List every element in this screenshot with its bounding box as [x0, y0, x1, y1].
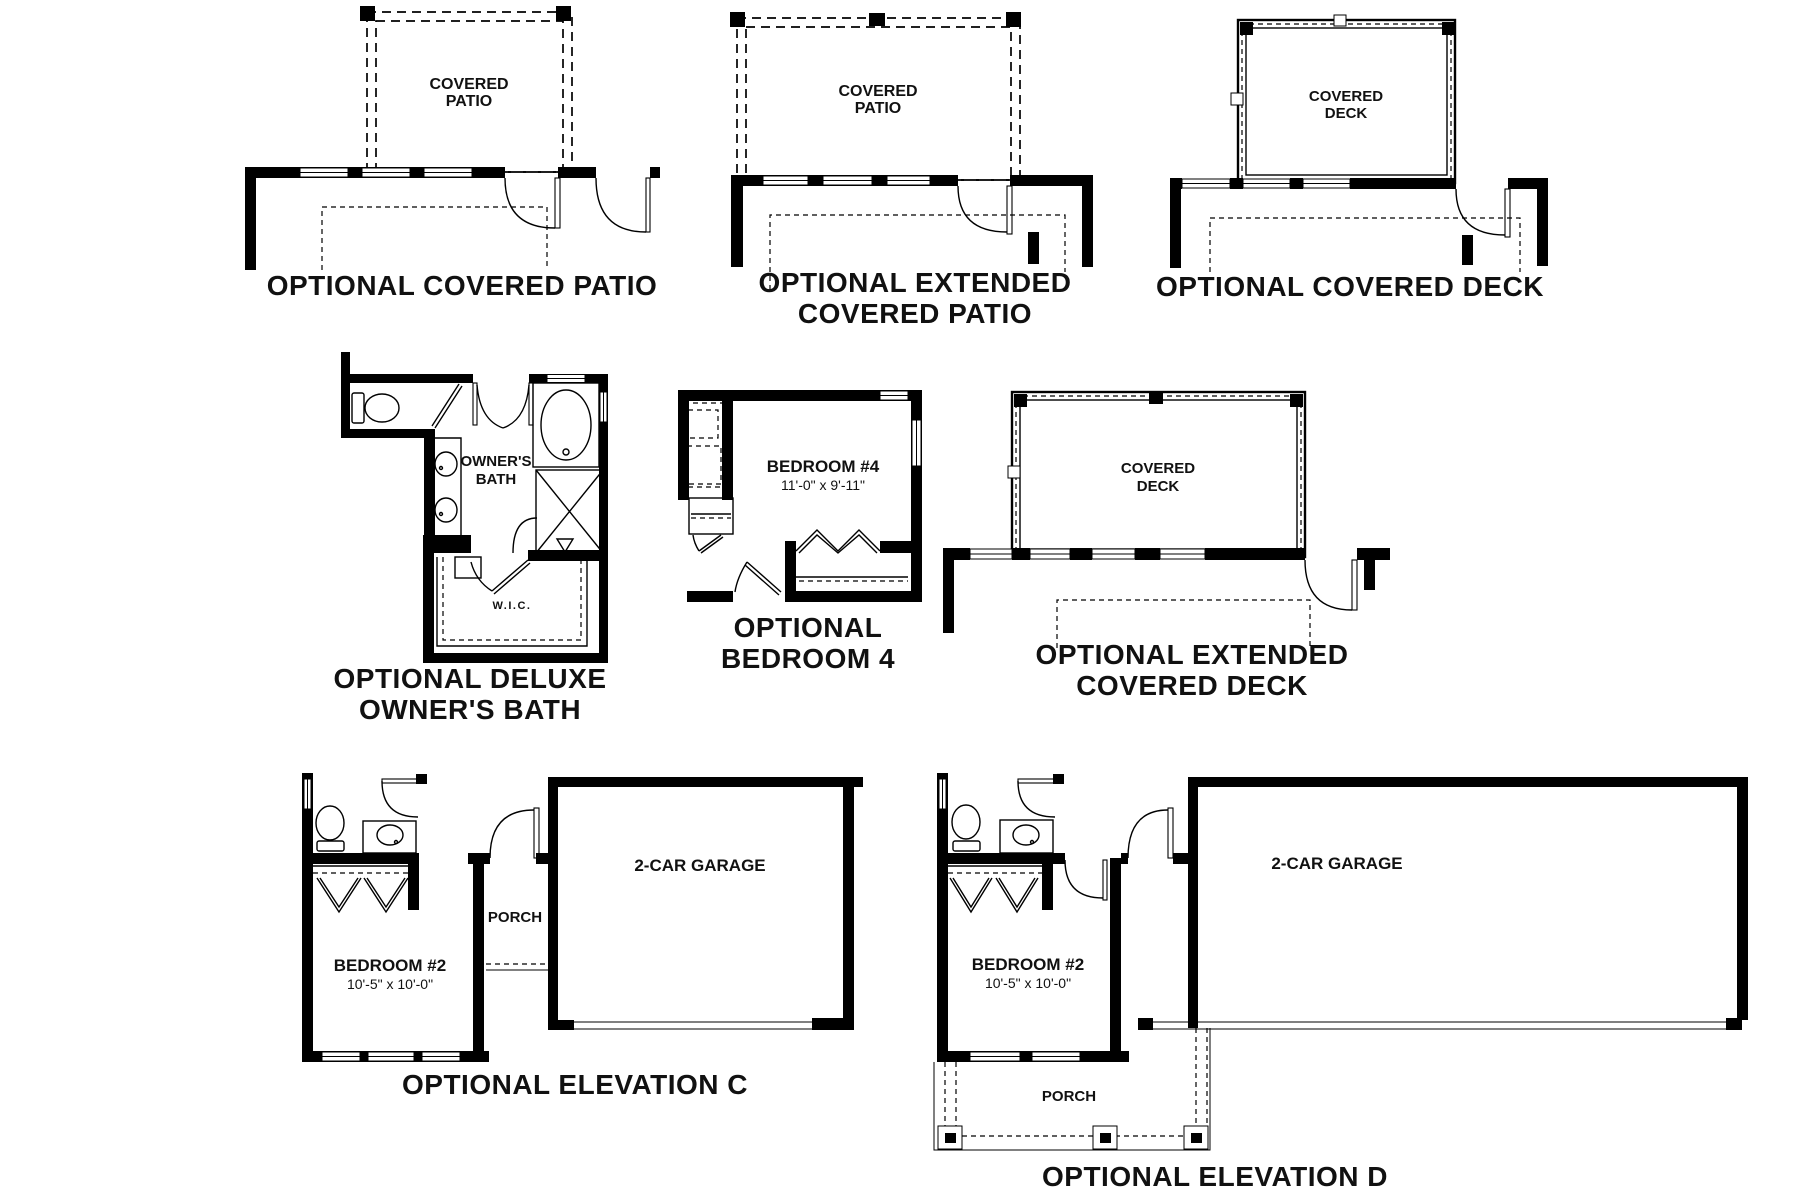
room-label-deck: DECK	[1325, 105, 1368, 122]
room-label-porch: PORCH	[488, 909, 542, 926]
panel-optional-bedroom-4: BEDROOM #4 11'-0" x 9'-11" OPTIONAL BEDR…	[678, 390, 922, 674]
toilet	[951, 804, 981, 852]
double-door	[462, 374, 539, 429]
entry-door	[1121, 807, 1188, 864]
room-label-owners: OWNER'S	[460, 453, 531, 470]
patio-post	[730, 12, 745, 27]
bath-door	[1017, 774, 1064, 818]
panel-optional-covered-deck: COVERED DECK OPTIONAL COVERED DECK	[1156, 14, 1548, 302]
panel-caption: OPTIONAL ELEVATION C	[402, 1069, 748, 1100]
wic-door	[470, 559, 531, 595]
bedroom-door	[734, 561, 782, 596]
panel-caption-line2: OWNER'S BATH	[359, 694, 581, 725]
patio-post	[1006, 12, 1021, 27]
room-label-bedroom4: BEDROOM #4	[767, 457, 880, 476]
panel-optional-deluxe-owners-bath: OWNER'S BATH W.I.C. OPTIONAL DELUXE OWNE…	[333, 352, 608, 725]
garage-walls	[548, 777, 863, 1030]
room-dims-bedroom2: 10'-5" x 10'-0"	[347, 976, 433, 992]
room-label-bedroom2: BEDROOM #2	[972, 955, 1084, 974]
toilet	[351, 392, 400, 424]
room-label-porch: PORCH	[1042, 1088, 1096, 1105]
washer-dryer	[683, 402, 724, 488]
shower	[512, 469, 604, 554]
room-label-covered: COVERED	[1309, 88, 1383, 105]
panel-optional-covered-patio: COVERED PATIO OPTIONAL COVERED PATIO	[245, 6, 660, 301]
deck-post	[1240, 22, 1253, 35]
panel-caption: OPTIONAL ELEVATION D	[1042, 1161, 1388, 1192]
panel-caption-line1: OPTIONAL EXTENDED	[1036, 639, 1349, 670]
closet-door	[692, 534, 724, 554]
sink-vanity	[362, 820, 417, 854]
room-label-covered: COVERED	[838, 83, 917, 100]
panel-optional-elevation-c: BEDROOM #2 10'-5" x 10'-0" PORCH 2-CAR G…	[302, 773, 863, 1100]
side-door	[595, 177, 651, 233]
panel-caption: OPTIONAL COVERED DECK	[1156, 271, 1544, 302]
hall-door	[1064, 859, 1108, 901]
room-label-bedroom2: BEDROOM #2	[334, 956, 446, 975]
deck-post	[1442, 22, 1455, 35]
room-label-wic: W.I.C.	[493, 600, 532, 612]
porch	[933, 1028, 1211, 1151]
porch-door	[489, 807, 548, 864]
panel-caption-line1: OPTIONAL DELUXE	[333, 663, 606, 694]
room-label-covered: COVERED	[1121, 460, 1195, 477]
panel-caption-line1: OPTIONAL	[734, 612, 883, 643]
bedroom-closet	[785, 529, 922, 602]
patio-post	[869, 13, 885, 26]
panel-caption-line2: COVERED PATIO	[798, 298, 1032, 329]
room-dims-bedroom4: 11'-0" x 9'-11"	[781, 477, 865, 493]
room-label-garage: 2-CAR GARAGE	[1271, 854, 1402, 873]
room-label-patio: PATIO	[446, 93, 493, 110]
vanity-sinks	[424, 429, 462, 537]
panel-caption: OPTIONAL COVERED PATIO	[267, 270, 658, 301]
deck-door	[1455, 188, 1511, 238]
room-label-deck: DECK	[1137, 478, 1180, 495]
deck-door	[1304, 559, 1358, 611]
room-label-garage: 2-CAR GARAGE	[634, 856, 765, 875]
deck-post	[1149, 392, 1163, 404]
room-label-bath: BATH	[476, 471, 517, 488]
panel-caption-line2: BEDROOM 4	[721, 643, 895, 674]
walk-in-closet	[423, 553, 608, 663]
bedroom-closet	[313, 862, 419, 914]
patio-post	[360, 6, 375, 21]
garage-walls	[1138, 777, 1748, 1030]
patio-door	[504, 177, 561, 229]
bathtub	[532, 382, 600, 468]
toilet	[315, 805, 345, 852]
panel-optional-extended-covered-deck: COVERED DECK OPTIONAL EXTENDED COVERED D…	[943, 390, 1390, 701]
bath-door	[381, 774, 427, 818]
deck-post	[1014, 394, 1027, 407]
panel-caption-line2: COVERED DECK	[1076, 670, 1308, 701]
deck-post	[1290, 394, 1303, 407]
linen-closet	[688, 497, 734, 535]
panel-optional-elevation-d: BEDROOM #2 10'-5" x 10'-0" PORCH 2-CAR G…	[933, 773, 1748, 1192]
room-label-patio: PATIO	[855, 100, 902, 117]
sink-vanity	[999, 819, 1054, 854]
toilet-room-door	[431, 383, 463, 429]
room-label-covered: COVERED	[429, 76, 508, 93]
panel-optional-extended-covered-patio: COVERED PATIO OPTIONAL EXTENDED COVERED …	[730, 12, 1093, 329]
panel-caption-line1: OPTIONAL EXTENDED	[759, 267, 1072, 298]
room-dims-bedroom2: 10'-5" x 10'-0"	[985, 975, 1071, 991]
patio-door	[957, 185, 1013, 235]
patio-post	[556, 6, 571, 21]
bedroom-closet	[948, 862, 1053, 914]
